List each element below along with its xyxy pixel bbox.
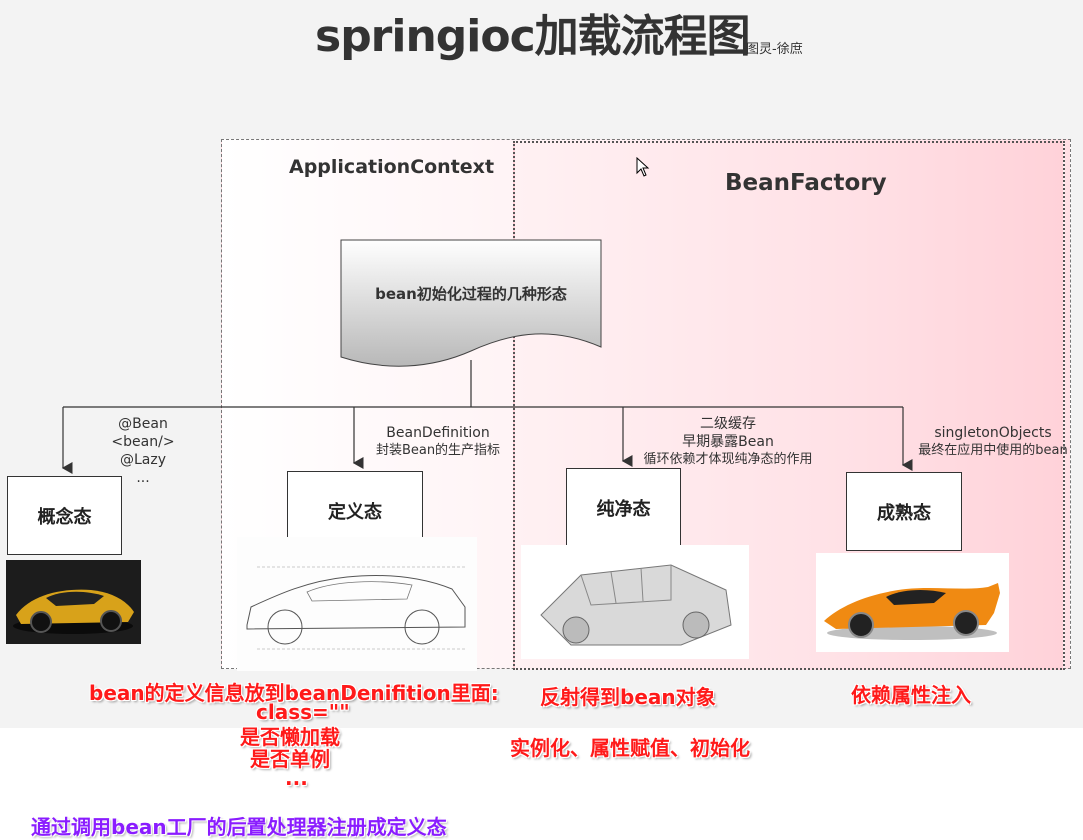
page-title: springioc加载流程图 [315,11,751,62]
definition-annotation: BeanDefinition 封装Bean的生产指标 [375,425,501,458]
inject-note: 依赖属性注入 [851,683,971,707]
mature-state-box: 成熟态 [846,472,962,551]
concept-state-box: 概念态 [7,476,122,555]
definition-state-label: 定义态 [328,501,382,523]
concept-state-label: 概念态 [37,506,92,528]
definition-state-box: 定义态 [287,471,423,550]
page-subtitle: 图灵-徐庶 [746,42,803,57]
mouse-cursor-icon [636,157,650,177]
post-processor-note: 通过调用bean工厂的后置处理器注册成定义态 [31,815,447,839]
mature-state-label: 成熟态 [877,502,931,524]
definition-note-line-5: ... [285,766,308,790]
pure-state-box: 纯净态 [566,468,681,547]
definition-note-line-2: class="" [256,700,350,724]
root-document-shape [340,239,602,367]
root-node-label: bean初始化过程的几种形态 [375,285,567,303]
car-blueprint-image [237,537,477,671]
definition-note-line-3: 是否懒加载 [240,725,340,749]
concept-annotation: @Bean <bean/> @Lazy ... [111,416,175,486]
reflection-note: 反射得到bean对象 [540,685,716,709]
mature-car-image [816,553,1009,652]
application-context-label: ApplicationContext [289,156,495,178]
concept-car-image [6,560,141,644]
pure-state-label: 纯净态 [596,498,651,520]
instantiate-note: 实例化、属性赋值、初始化 [510,736,750,760]
car-chassis-image [521,545,749,659]
mature-annotation: singletonObjects 最终在应用中使用的bean [918,425,1068,458]
bean-factory-label: BeanFactory [725,170,887,196]
definition-note-line-4: 是否单例 [250,747,330,771]
pure-annotation: 二级缓存 早期暴露Bean 循环依赖才体现纯净态的作用 [643,416,813,467]
definition-note-line-1: bean的定义信息放到beanDenifition里面: [89,681,499,705]
